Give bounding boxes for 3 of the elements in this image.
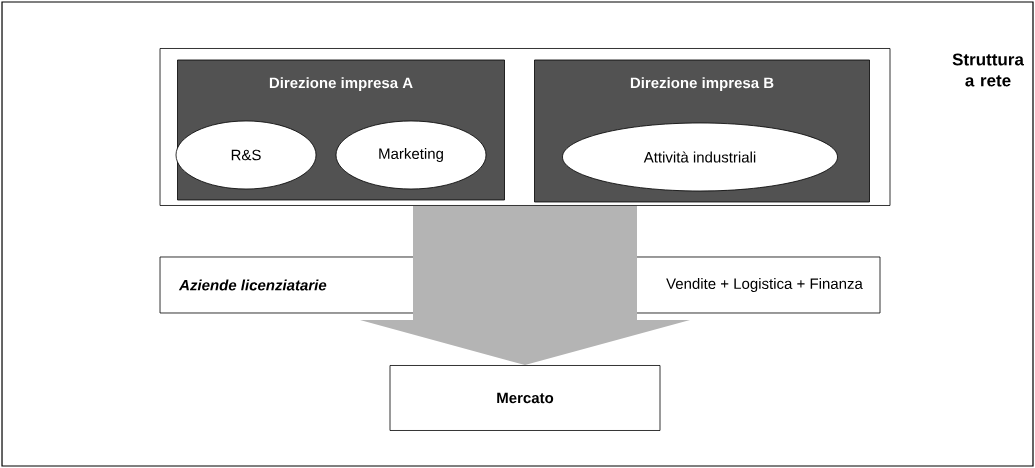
block-arrow (360, 205, 690, 366)
diagram-title: Struttura a rete (952, 53, 1024, 87)
box: Mercato (389, 365, 661, 431)
